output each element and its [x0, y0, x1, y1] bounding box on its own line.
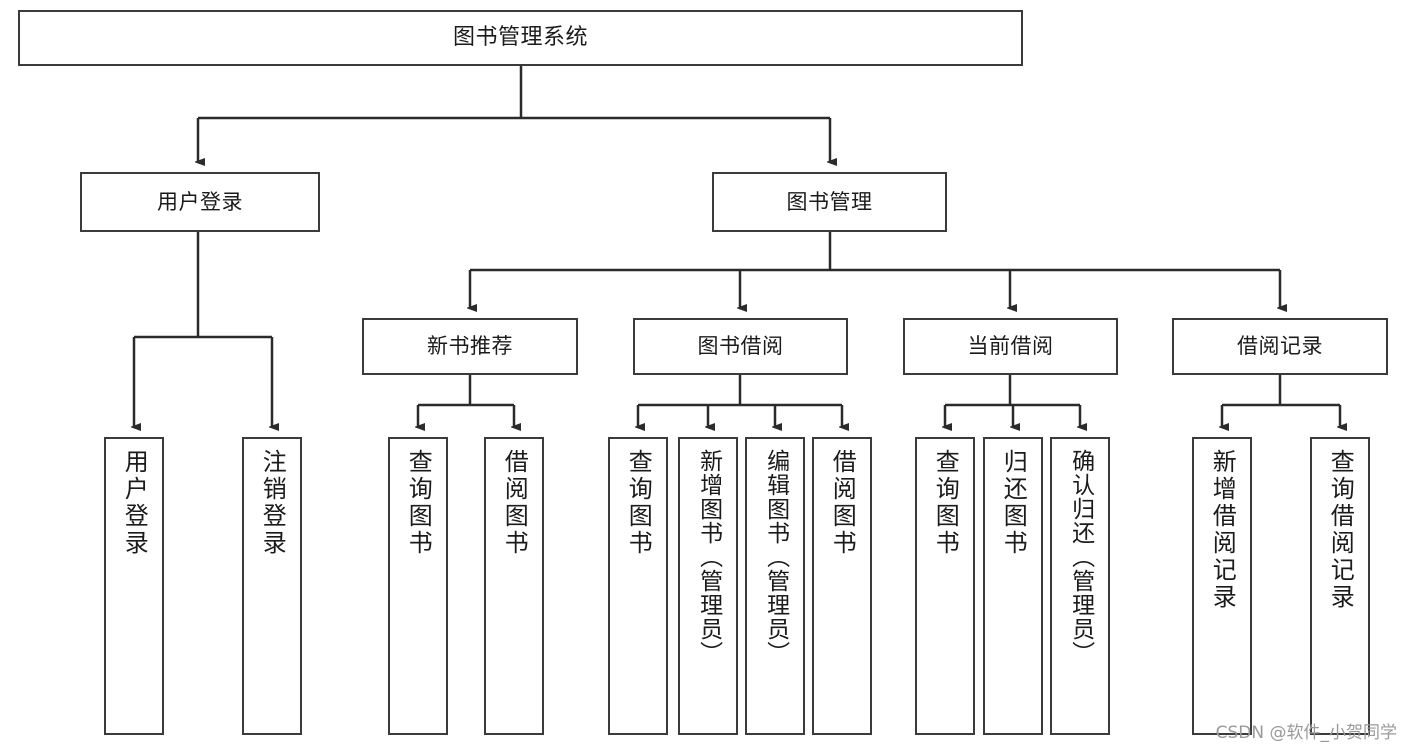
node-leaf-query-book-1-label: 查询图书	[404, 449, 433, 557]
node-borrow-record-label: 借阅记录	[1237, 334, 1323, 359]
node-leaf-return-book[interactable]: 归还图书	[983, 437, 1043, 735]
node-leaf-edit-book-label: 编辑图书（管理员）	[762, 449, 789, 665]
node-leaf-edit-book[interactable]: 编辑图书（管理员）	[745, 437, 805, 735]
node-leaf-user-login-label: 用户登录	[120, 449, 149, 557]
node-book-manage-label: 图书管理	[786, 189, 873, 214]
watermark-text: CSDN @软件_小贺同学	[1215, 723, 1397, 743]
node-leaf-add-book-label: 新增图书（管理员）	[695, 449, 722, 665]
node-leaf-borrow-book-2-label: 借阅图书	[828, 449, 857, 557]
node-root[interactable]: 图书管理系统	[18, 10, 1023, 66]
node-leaf-borrow-book-1[interactable]: 借阅图书	[484, 437, 544, 735]
node-leaf-query-record-label: 查询借阅记录	[1326, 449, 1355, 611]
node-current-borrow[interactable]: 当前借阅	[903, 318, 1118, 375]
node-leaf-query-book-3[interactable]: 查询图书	[915, 437, 975, 735]
node-leaf-query-book-3-label: 查询图书	[931, 449, 960, 557]
node-leaf-query-record[interactable]: 查询借阅记录	[1310, 437, 1370, 735]
node-leaf-query-book-2[interactable]: 查询图书	[608, 437, 668, 735]
node-book-manage[interactable]: 图书管理	[712, 172, 947, 232]
node-current-borrow-label: 当前借阅	[967, 334, 1054, 359]
node-leaf-return-book-label: 归还图书	[999, 449, 1028, 557]
node-user-login[interactable]: 用户登录	[80, 172, 320, 232]
node-user-login-label: 用户登录	[157, 189, 243, 214]
node-leaf-logout[interactable]: 注销登录	[242, 437, 302, 735]
node-leaf-add-record-label: 新增借阅记录	[1208, 449, 1237, 611]
node-book-borrow[interactable]: 图书借阅	[633, 318, 848, 375]
node-new-book-recommend[interactable]: 新书推荐	[362, 318, 578, 375]
node-book-borrow-label: 图书借阅	[697, 334, 784, 359]
node-leaf-confirm-return[interactable]: 确认归还（管理员）	[1050, 437, 1110, 735]
node-leaf-borrow-book-2[interactable]: 借阅图书	[812, 437, 872, 735]
node-leaf-query-book-1[interactable]: 查询图书	[388, 437, 448, 735]
node-leaf-add-book[interactable]: 新增图书（管理员）	[678, 437, 738, 735]
node-leaf-confirm-return-label: 确认归还（管理员）	[1067, 449, 1094, 665]
node-leaf-add-record[interactable]: 新增借阅记录	[1192, 437, 1252, 735]
node-new-book-recommend-label: 新书推荐	[427, 334, 513, 359]
node-root-label: 图书管理系统	[452, 25, 588, 51]
node-leaf-logout-label: 注销登录	[258, 449, 287, 557]
node-leaf-query-book-2-label: 查询图书	[624, 449, 653, 557]
node-leaf-borrow-book-1-label: 借阅图书	[500, 449, 529, 557]
node-leaf-user-login[interactable]: 用户登录	[104, 437, 164, 735]
node-borrow-record[interactable]: 借阅记录	[1172, 318, 1388, 375]
